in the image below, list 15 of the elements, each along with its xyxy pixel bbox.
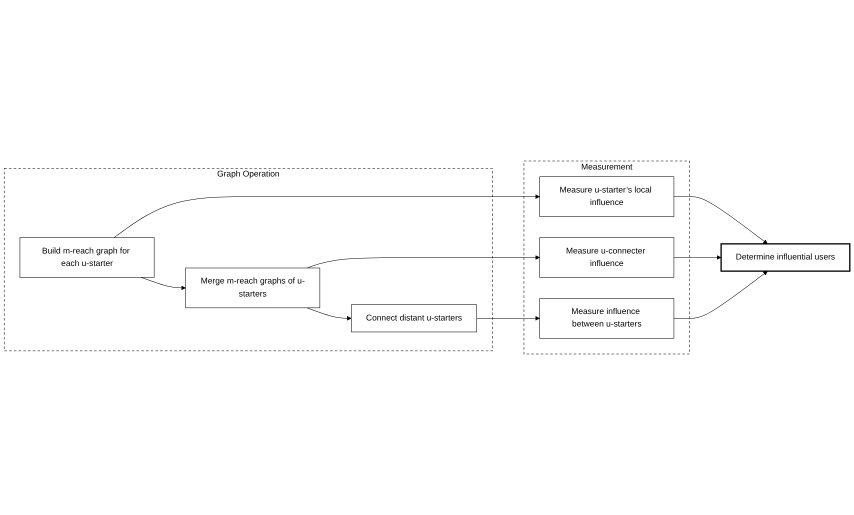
node-box: Measure u-starter’s local influence [539, 176, 674, 217]
node-box: Determine influential users [720, 243, 850, 272]
arrow [674, 255, 722, 260]
arrow [141, 277, 186, 290]
arrow [674, 196, 768, 244]
node-box: Measure influence between u-starters [539, 298, 674, 339]
arrow [476, 316, 540, 321]
arrow [306, 255, 540, 268]
node-box: Measure u-connecter influence [539, 237, 674, 278]
arrow [674, 270, 768, 319]
arrow [306, 308, 352, 321]
node-box: Build m-reach graph for each u-starter [20, 237, 154, 278]
node-box: Merge m-reach graphs of u-starters [185, 268, 320, 308]
node-box: Connect distant u-starters [351, 304, 478, 332]
arrow [114, 194, 540, 238]
